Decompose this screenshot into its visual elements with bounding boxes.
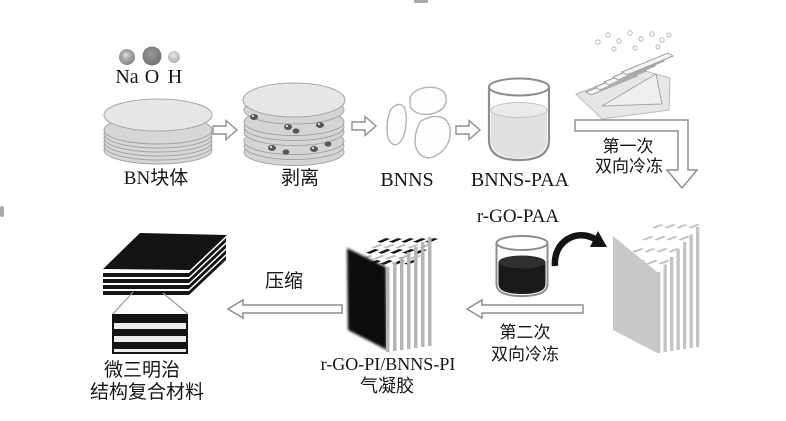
label-final-1: 微三明治 <box>103 360 181 381</box>
label-second-freeze-1: 第二次 <box>499 323 551 342</box>
label-bnns-paa: BNNS-PAA <box>470 169 570 191</box>
label-final-2: 结构复合材料 <box>89 382 205 403</box>
bnns-paa-beaker-illustration <box>487 77 551 162</box>
atom-label-na: Na <box>115 66 139 88</box>
na-atom-icon <box>119 49 135 65</box>
label-bn-bulk: BN块体 <box>123 168 189 189</box>
compress-arrow-icon <box>226 298 343 320</box>
label-second-freeze-2: 双向冷冻 <box>491 345 559 364</box>
label-exfoliate: 剥离 <box>280 168 320 189</box>
label-rgo-paa: r-GO-PAA <box>476 206 560 227</box>
o-atom-icon <box>142 46 162 66</box>
atom-label-h: H <box>167 66 183 88</box>
pour-arrow-icon <box>551 231 607 267</box>
label-first-freeze-1: 第一次 <box>602 137 654 156</box>
atom-label-o: O <box>144 66 160 88</box>
label-bnns: BNNS <box>380 169 434 191</box>
dark-aerogel-illustration <box>347 237 438 352</box>
label-compress: 压缩 <box>264 271 304 292</box>
crop-artifact-top <box>414 0 428 3</box>
bnns-flakes-illustration <box>386 86 452 159</box>
sandwich-stack-illustration <box>103 233 227 316</box>
second-freeze-arrow-icon <box>465 298 584 320</box>
crop-artifact-left <box>0 206 4 217</box>
first-freeze-arrow-icon <box>574 119 699 190</box>
bn-bulk-illustration <box>103 98 213 165</box>
label-first-freeze-2: 双向冷冻 <box>595 157 663 176</box>
h-atom-icon <box>168 51 180 63</box>
step-arrow-2-icon <box>351 114 378 138</box>
label-aerogel-1: r-GO-PI/BNNS-PI <box>320 354 456 374</box>
exfoliated-stack-illustration <box>242 82 346 166</box>
label-aerogel-2: 气凝胶 <box>360 376 414 396</box>
naoh-particles-illustration <box>119 46 180 66</box>
step-arrow-3-icon <box>455 118 482 142</box>
freeze-cast-stage-illustration <box>575 30 675 120</box>
sandwich-cross-section <box>112 314 188 354</box>
zoom-lines <box>111 291 189 316</box>
step-arrow-1-icon <box>212 118 239 142</box>
bnns-aerogel-illustration <box>613 224 700 353</box>
rgo-paa-beaker-illustration <box>495 235 549 298</box>
